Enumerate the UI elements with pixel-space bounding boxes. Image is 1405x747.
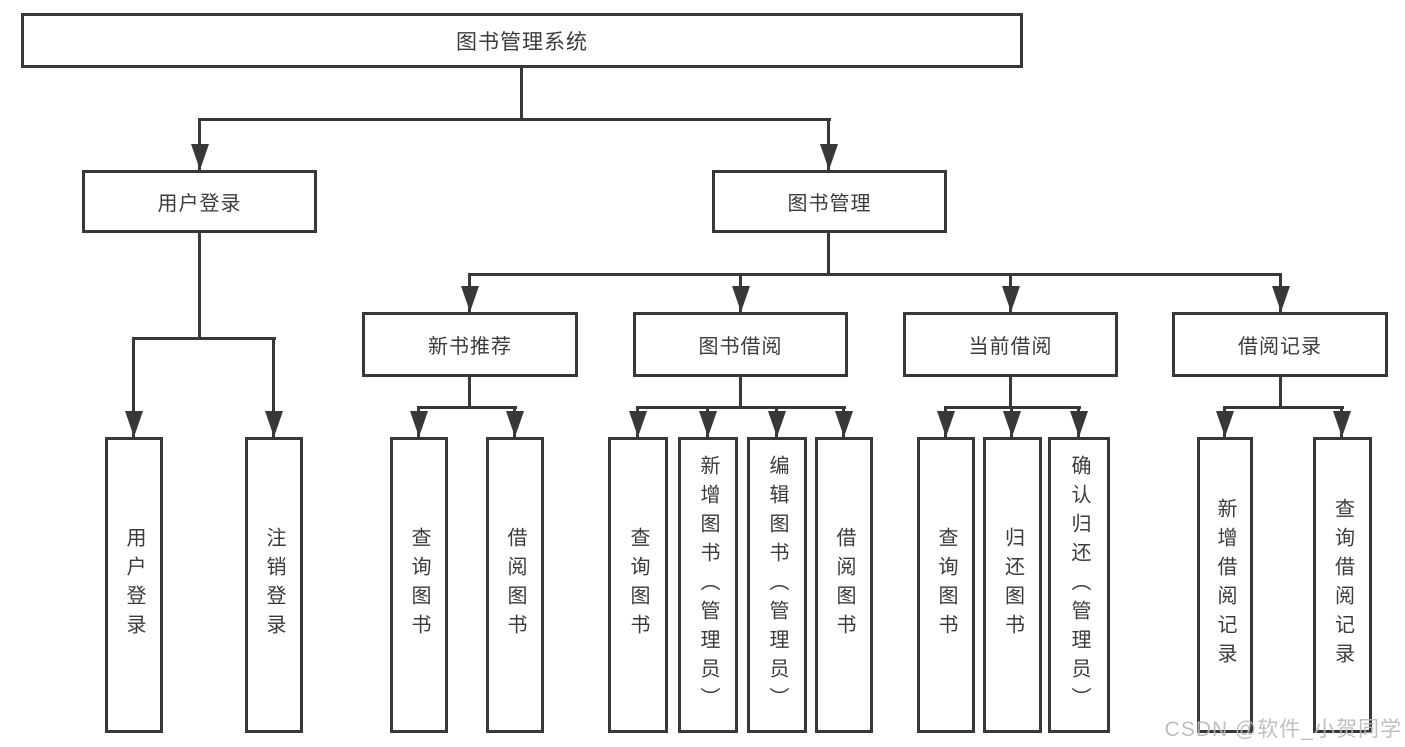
leaf-borrow-query-book-label: 查询图书 <box>627 527 649 643</box>
arrow-down-icon <box>842 406 845 437</box>
connector-root-stem <box>520 68 523 118</box>
leaf-recommend-borrow-book: 借阅图书 <box>486 437 544 733</box>
arrow-down-icon <box>468 273 471 312</box>
leaf-borrow-book: 借阅图书 <box>815 437 873 733</box>
arrow-down-icon <box>1010 406 1013 437</box>
node-new-book-recommend-label: 新书推荐 <box>428 336 512 358</box>
arrow-down-icon <box>636 406 639 437</box>
node-book-manage: 图书管理 <box>712 170 947 233</box>
leaf-confirm-return-admin: 确认归还（管理员） <box>1048 437 1110 733</box>
connector-split <box>1223 406 1344 409</box>
arrow-down-icon <box>1279 273 1282 312</box>
arrow-down-icon <box>198 118 201 170</box>
arrow-down-icon <box>944 406 947 437</box>
node-book-borrow-label: 图书借阅 <box>698 336 783 358</box>
leaf-add-book-admin-label: 新增图书（管理员） <box>697 454 719 716</box>
connector-login-stem <box>198 233 201 337</box>
node-book-manage-label: 图书管理 <box>787 193 872 215</box>
arrow-down-icon <box>1009 273 1012 312</box>
arrow-down-icon <box>272 337 275 437</box>
connector-split <box>417 406 517 409</box>
node-book-borrow: 图书借阅 <box>633 312 848 377</box>
leaf-add-book-admin: 新增图书（管理员） <box>678 437 738 733</box>
connector-level2-split <box>198 118 831 121</box>
node-borrow-record: 借阅记录 <box>1172 312 1388 377</box>
connector-split <box>636 406 846 409</box>
leaf-recommend-query-book: 查询图书 <box>390 437 448 733</box>
node-user-login-label: 用户登录 <box>157 193 242 215</box>
connector-stem <box>739 377 742 406</box>
connector-stem <box>1279 377 1282 406</box>
leaf-return-book: 归还图书 <box>983 437 1042 733</box>
leaf-user-login: 用户登录 <box>105 437 163 733</box>
csdn-watermark: CSDN @软件_小贺同学 <box>1164 718 1402 741</box>
leaf-query-borrow-record: 查询借阅记录 <box>1313 437 1372 733</box>
leaf-recommend-query-book-label: 查询图书 <box>408 527 430 643</box>
leaf-return-book-label: 归还图书 <box>1001 527 1024 643</box>
leaf-logout: 注销登录 <box>245 437 303 733</box>
connector-stem <box>1009 377 1012 406</box>
arrow-down-icon <box>132 337 135 437</box>
node-user-login: 用户登录 <box>82 170 317 233</box>
leaf-borrow-query-book: 查询图书 <box>608 437 668 733</box>
connector-manage-stem <box>827 233 830 273</box>
node-borrow-record-label: 借阅记录 <box>1238 336 1322 358</box>
connector-stem <box>468 377 471 406</box>
arrow-down-icon <box>1340 406 1343 437</box>
leaf-user-login-label: 用户登录 <box>123 527 145 643</box>
leaf-edit-book-admin: 编辑图书（管理员） <box>747 437 807 733</box>
leaf-edit-book-admin-label: 编辑图书（管理员） <box>766 454 788 716</box>
leaf-add-borrow-record-label: 新增借阅记录 <box>1214 498 1236 672</box>
leaf-current-query-book: 查询图书 <box>917 437 975 733</box>
leaf-logout-label: 注销登录 <box>263 527 285 643</box>
arrow-down-icon <box>827 118 830 170</box>
leaf-query-borrow-record-label: 查询借阅记录 <box>1331 498 1354 672</box>
arrow-down-icon <box>513 406 516 437</box>
arrow-down-icon <box>706 406 709 437</box>
arrow-down-icon <box>1223 406 1226 437</box>
leaf-add-borrow-record: 新增借阅记录 <box>1197 437 1253 733</box>
arrow-down-icon <box>417 406 420 437</box>
leaf-borrow-book-label: 借阅图书 <box>833 527 855 643</box>
connector-login-split <box>132 337 276 340</box>
leaf-confirm-return-admin-label: 确认归还（管理员） <box>1068 454 1090 716</box>
arrow-down-icon <box>739 273 742 312</box>
arrow-down-icon <box>1077 406 1080 437</box>
connector-level3-split <box>468 273 1282 276</box>
node-current-borrow: 当前借阅 <box>903 312 1118 377</box>
arrow-down-icon <box>775 406 778 437</box>
node-current-borrow-label: 当前借阅 <box>968 336 1053 358</box>
leaf-recommend-borrow-book-label: 借阅图书 <box>504 527 526 643</box>
node-root-system: 图书管理系统 <box>21 13 1023 68</box>
node-root-label: 图书管理系统 <box>456 30 588 54</box>
leaf-current-query-book-label: 查询图书 <box>935 527 957 643</box>
node-new-book-recommend: 新书推荐 <box>362 312 578 377</box>
